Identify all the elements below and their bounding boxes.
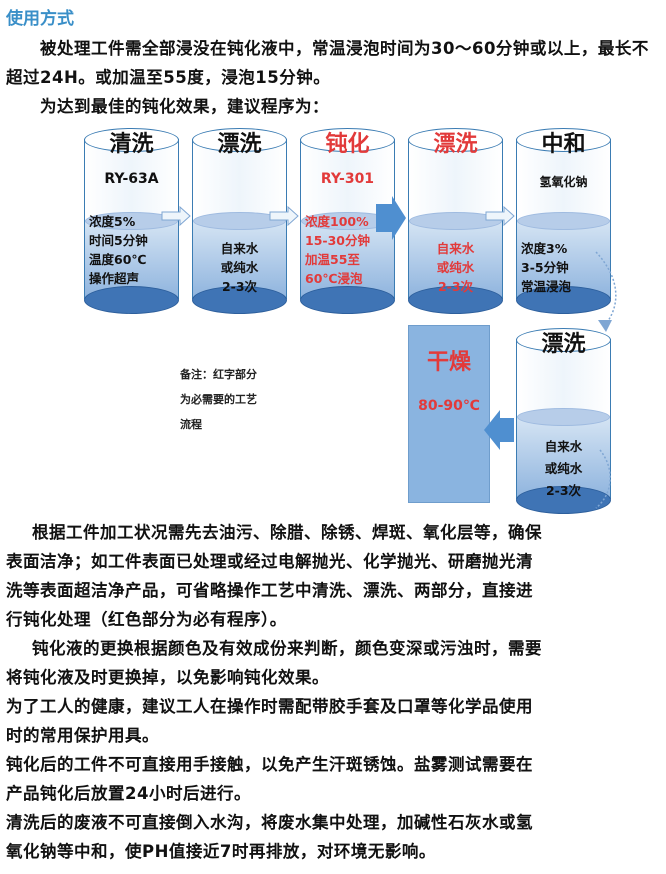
detail-line: 或纯水 <box>436 260 475 275</box>
detail-line: 15-30分钟 <box>305 233 370 248</box>
step-title: 钝化 <box>325 132 370 157</box>
step-details: 浓度3% 3-5分钟 常温浸泡 <box>516 239 611 296</box>
paragraph-solution-change: 钝化液的更换根据颜色及有效成份来判断，颜色变深或污浊时，需要 将钝化液及时更换掉… <box>6 634 660 692</box>
step-details: 浓度5% 时间5分钟 温度60℃ 操作超声 <box>84 212 179 288</box>
step-details: 自来水 或纯水 2-3次 <box>408 239 503 296</box>
intro-paragraph: 被处理工件需全部浸没在钝化液中，常温浸泡时间为30～60分钟或以上，最长不超过2… <box>6 39 649 87</box>
paragraph-worker-safety: 为了工人的健康，建议工人在操作时需配带胶手套及口罩等化学品使用 时的常用保护用具… <box>6 692 660 750</box>
text-line: 时的常用保护用具。 <box>6 726 159 745</box>
paragraph-replacement: 根据工件加工状况需先去油污、除腊、除锈、焊斑、氧化层等，确保 表面洁净；如工件表… <box>6 518 660 634</box>
step-cylinder-neutralize: 中和 氢氧化钠 浓度3% 3-5分钟 常温浸泡 <box>516 128 611 314</box>
step-title: 中和 <box>541 132 586 157</box>
text-line: 钝化液的更换根据颜色及有效成份来判断，颜色变深或污浊时，需要 <box>32 639 542 658</box>
arrow-left-icon <box>484 410 514 450</box>
detail-line: 2-3次 <box>221 279 258 294</box>
curved-arrow-icon <box>595 251 617 327</box>
detail-line: 操作超声 <box>89 271 140 286</box>
detail-line: 常温浸泡 <box>521 279 572 294</box>
detail-line: 或纯水 <box>220 260 259 275</box>
arrow-right-icon <box>376 196 406 240</box>
text-line: 产品钝化后放置24小时后进行。 <box>6 784 251 803</box>
detail-line: 自来水 <box>544 439 583 454</box>
arrow-right-icon <box>269 205 299 227</box>
text-line: 清洗后的废液不可直接倒入水沟，将废水集中处理，加碱性石灰水或氢 <box>6 813 533 832</box>
detail-line: 加温55至 <box>305 252 360 267</box>
step-cylinder-passivate: 钝化 RY-301 浓度100% 15-30分钟 加温55至 60℃浸泡 <box>300 128 395 314</box>
text-line: 行钝化处理（红色部分为必有程序）。 <box>6 610 287 629</box>
text-line: 表面洁净；如工件表面已处理或经过电解抛光、化学抛光、研磨抛光清 <box>6 552 533 571</box>
arrow-right-icon <box>485 205 515 227</box>
diagram-note: 备注：红字部分 为必需要的工艺 流程 <box>180 362 290 437</box>
text-line: 氧化钠等中和，使PH值接近7时再排放，对环境无影响。 <box>6 842 436 861</box>
process-diagram: 清洗 RY-63A 浓度5% 时间5分钟 温度60℃ 操作超声 漂洗 自来水 或… <box>0 120 666 515</box>
detail-line: 3-5分钟 <box>521 260 569 275</box>
step-title: 漂洗 <box>217 132 262 157</box>
step-details: 浓度100% 15-30分钟 加温55至 60℃浸泡 <box>300 212 395 288</box>
flow-arrows <box>161 196 617 509</box>
detail-line: 温度60℃ <box>89 252 147 267</box>
note-line: 流程 <box>180 418 202 431</box>
step-details: 自来水 或纯水 2-3次 <box>192 239 287 296</box>
step-cylinder-rinse-3: 漂洗 自来水 或纯水 2-3次 <box>516 328 611 514</box>
step-title: 清洗 <box>109 132 154 157</box>
detail-line: 浓度5% <box>89 214 136 229</box>
note-line: 为必需要的工艺 <box>180 393 257 406</box>
detail-line: 时间5分钟 <box>89 233 148 248</box>
detail-line: 浓度3% <box>521 241 568 256</box>
detail-line: 2-3次 <box>545 483 582 498</box>
text-line: 洗等表面超洁净产品，可省略操作工艺中清洗、漂洗、两部分，直接进 <box>6 581 533 600</box>
step-product: 氢氧化钠 <box>539 175 588 189</box>
step-title: 漂洗 <box>541 332 586 357</box>
step-product: RY-63A <box>104 171 159 187</box>
drying-title: 干燥 <box>426 350 471 375</box>
body-text: 根据工件加工状况需先去油污、除腊、除锈、焊斑、氧化层等，确保 表面洁净；如工件表… <box>6 518 660 866</box>
text-line: 为了工人的健康，建议工人在操作时需配带胶手套及口罩等化学品使用 <box>6 697 533 716</box>
step-product: RY-301 <box>320 171 375 187</box>
drying-box: 干燥 80-90℃ <box>408 325 490 503</box>
drying-temperature: 80-90℃ <box>418 398 480 414</box>
detail-line: 60℃浸泡 <box>305 271 363 286</box>
detail-line: 2-3次 <box>437 279 474 294</box>
text-line: 钝化后的工件不可直接用手接触，以免产生汗斑锈蚀。盐雾测试需要在 <box>6 755 533 774</box>
detail-line: 浓度100% <box>305 214 369 229</box>
program-intro: 为达到最佳的钝化效果，建议程序为： <box>40 97 329 116</box>
text-line: 将钝化液及时更换掉，以免影响钝化效果。 <box>6 668 329 687</box>
paragraph-handling: 钝化后的工件不可直接用手接触，以免产生汗斑锈蚀。盐雾测试需要在 产品钝化后放置2… <box>6 750 660 808</box>
paragraph-waste: 清洗后的废液不可直接倒入水沟，将废水集中处理，加碱性石灰水或氢 氧化钠等中和，使… <box>6 808 660 866</box>
arrow-right-icon <box>161 205 191 227</box>
note-line: 备注：红字部分 <box>180 368 257 381</box>
step-cylinder-clean: 清洗 RY-63A 浓度5% 时间5分钟 温度60℃ 操作超声 <box>84 128 179 314</box>
detail-line: 自来水 <box>436 241 475 256</box>
curved-arrow-icon <box>595 449 611 509</box>
arrow-head-icon <box>598 320 612 332</box>
step-title: 漂洗 <box>433 132 478 157</box>
detail-line: 或纯水 <box>544 461 583 476</box>
page-heading: 使用方式 <box>6 9 74 29</box>
detail-line: 自来水 <box>220 241 259 256</box>
text-line: 根据工件加工状况需先去油污、除腊、除锈、焊斑、氧化层等，确保 <box>32 523 542 542</box>
step-details: 自来水 或纯水 2-3次 <box>516 436 611 502</box>
